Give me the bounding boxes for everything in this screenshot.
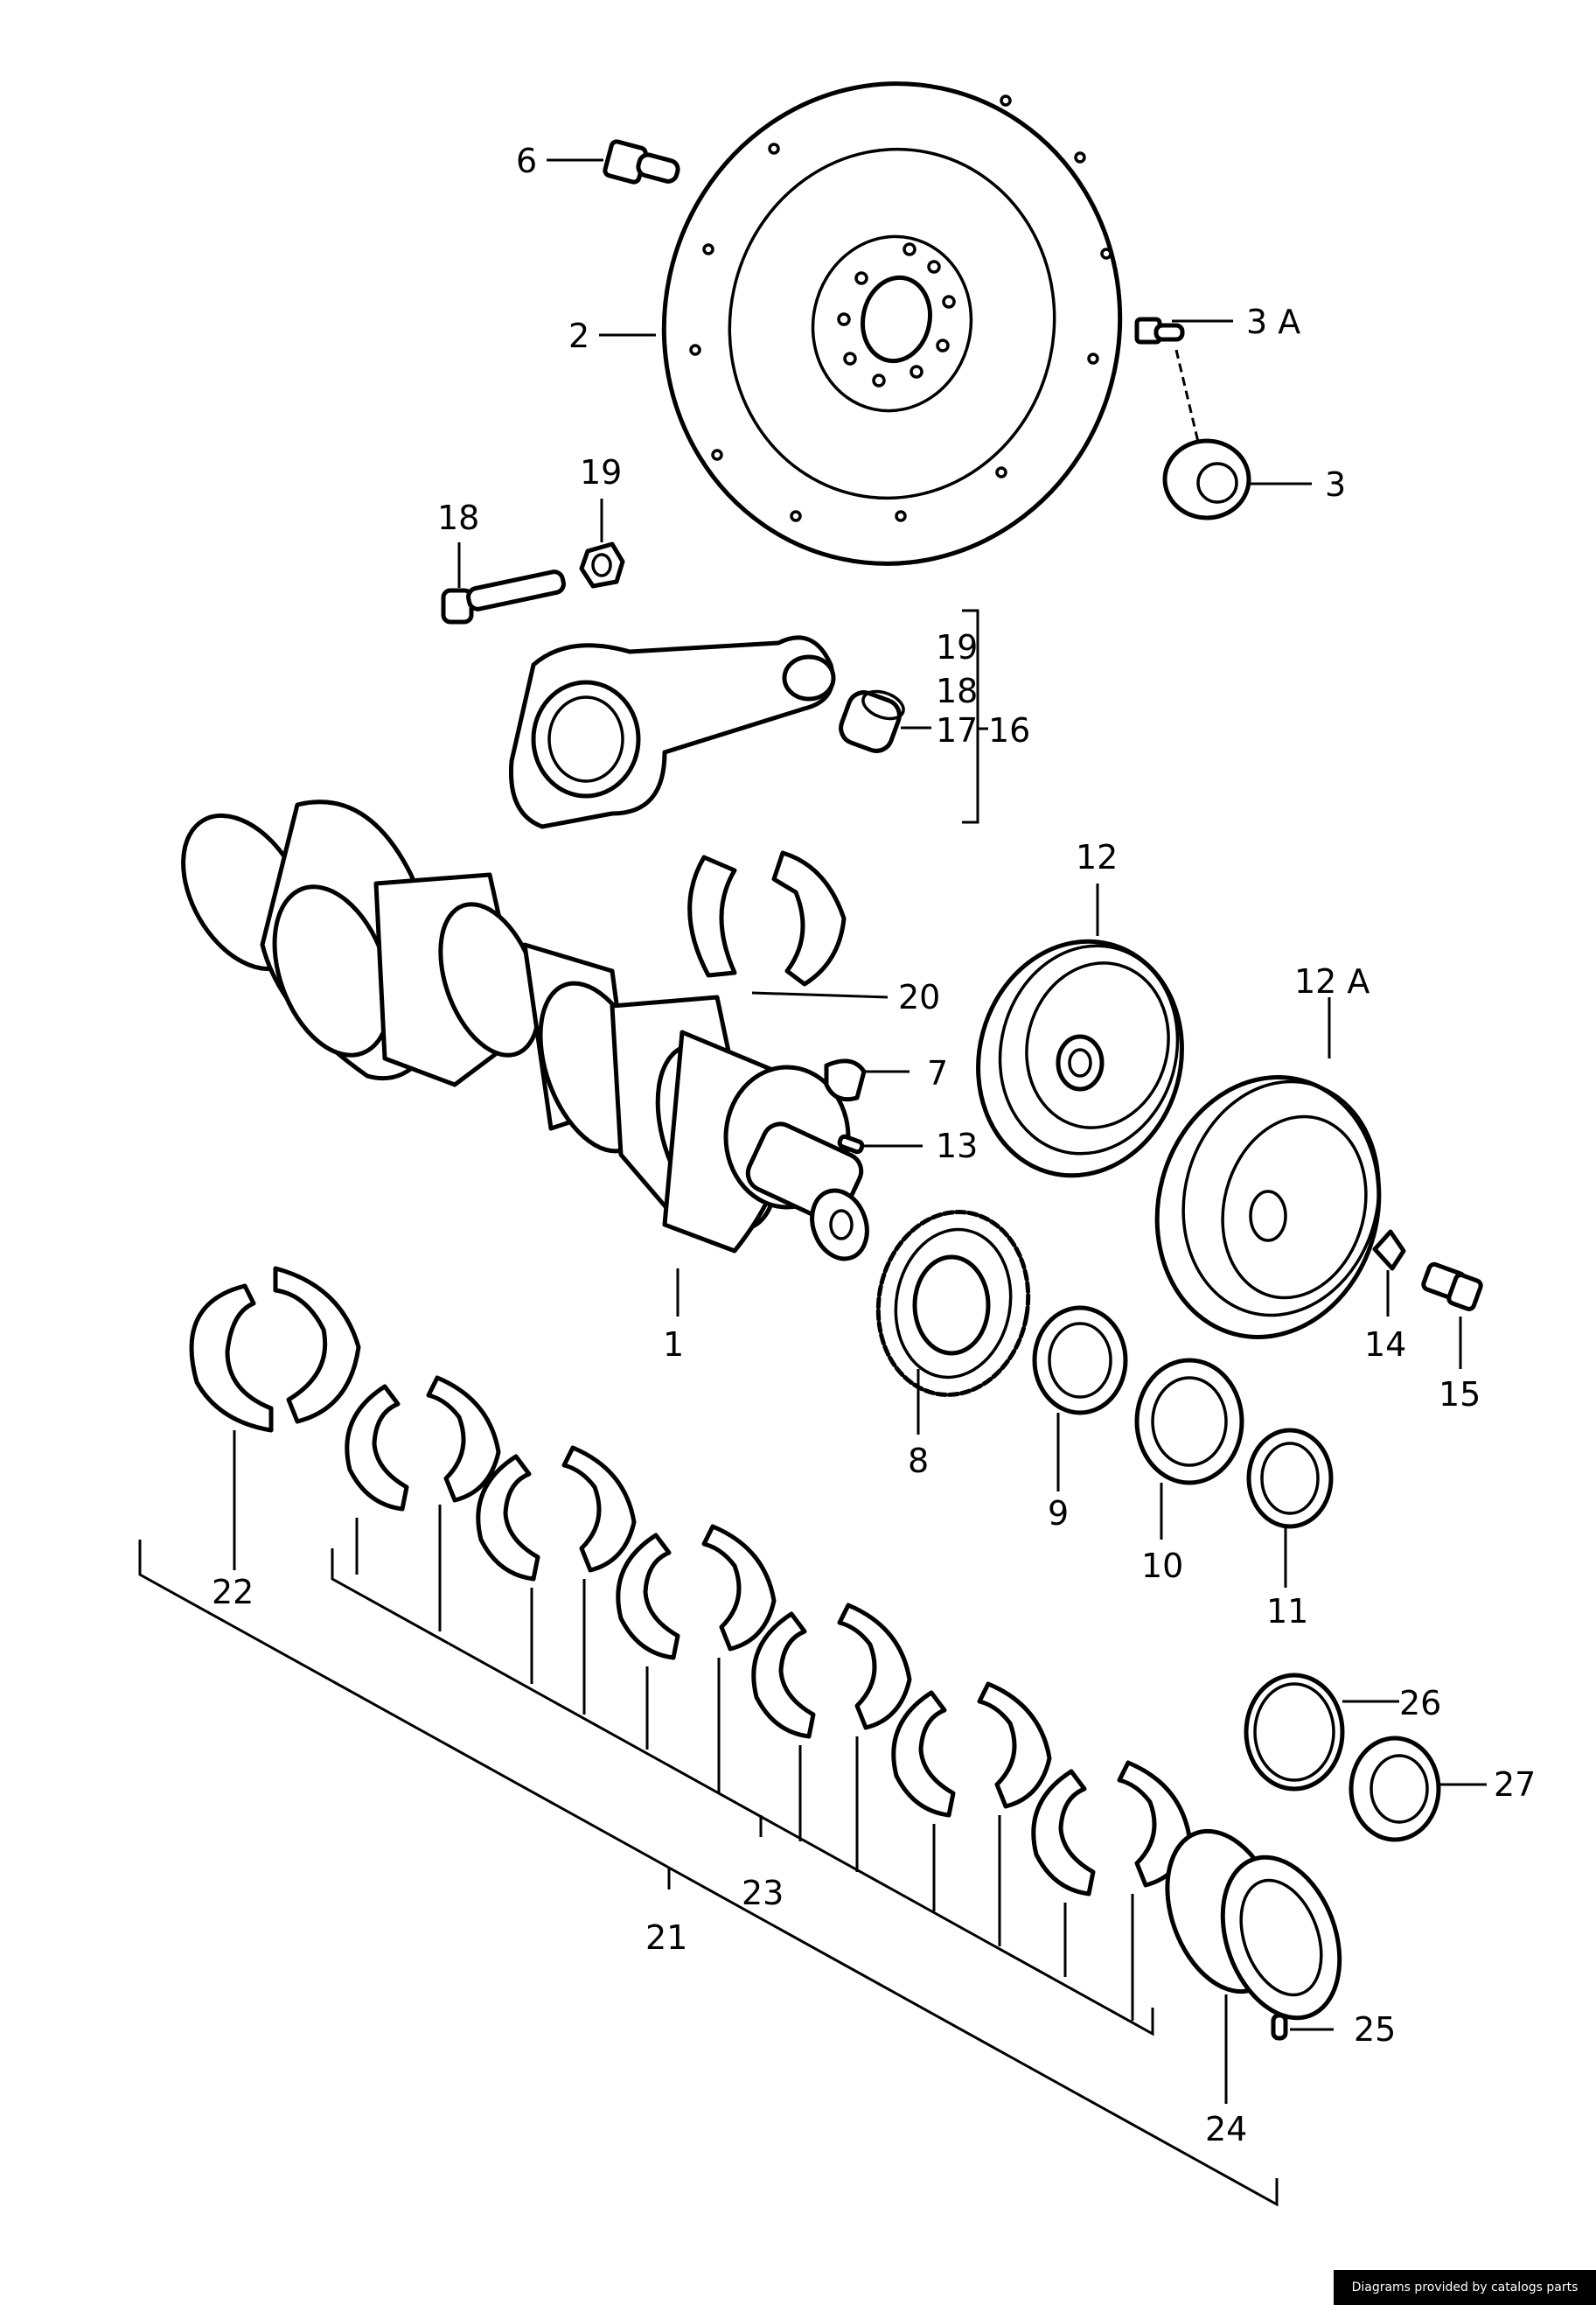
woodruff-key[interactable] — [824, 1058, 867, 1102]
shell-leader-lines — [355, 1505, 1134, 2021]
label-12a: 12 A — [1294, 962, 1369, 1001]
spacer-ring[interactable] — [1032, 1305, 1128, 1415]
label-8: 8 — [908, 1442, 929, 1480]
bearing-shells-23[interactable] — [345, 1375, 1192, 1896]
label-16: 16 — [988, 711, 1030, 750]
damper-bolt[interactable] — [1421, 1261, 1483, 1311]
label-27: 27 — [1494, 1765, 1536, 1804]
label-13: 13 — [936, 1127, 978, 1165]
label-10: 10 — [1141, 1547, 1183, 1585]
circlip[interactable] — [1246, 1428, 1334, 1529]
flywheel[interactable] — [620, 41, 1165, 606]
label-17: 17 — [936, 711, 978, 750]
label-24: 24 — [1205, 2110, 1247, 2148]
spacer-bolt[interactable] — [1134, 317, 1185, 345]
callout-labels: 6 2 3 A 3 19 18 19 18 17 16 12 12 A 20 7… — [212, 142, 1536, 2148]
sleeve-bearing[interactable] — [1146, 1815, 1361, 2034]
spacer-plate[interactable] — [1372, 1229, 1406, 1271]
bearing-shells-20[interactable] — [687, 850, 847, 987]
label-19b: 19 — [936, 628, 978, 667]
dowel-pin[interactable] — [1271, 2013, 1288, 2041]
label-18b: 18 — [936, 672, 978, 710]
conrod-nut[interactable] — [579, 541, 625, 589]
label-7: 7 — [927, 1054, 948, 1093]
collar[interactable] — [1134, 1358, 1244, 1485]
label-25: 25 — [1354, 2010, 1396, 2049]
label-19: 19 — [580, 453, 622, 492]
label-6: 6 — [516, 142, 537, 180]
label-15: 15 — [1439, 1375, 1481, 1414]
flywheel-bolt[interactable] — [603, 139, 680, 185]
oil-seal[interactable] — [1349, 1736, 1441, 1842]
label-3a: 3 A — [1246, 303, 1300, 341]
label-2: 2 — [568, 317, 589, 355]
label-26: 26 — [1399, 1684, 1441, 1722]
label-12: 12 — [1076, 838, 1118, 877]
crankshaft[interactable] — [158, 794, 876, 1267]
label-9: 9 — [1048, 1494, 1069, 1533]
label-11: 11 — [1266, 1592, 1308, 1631]
spacer-hub[interactable] — [1162, 438, 1251, 520]
callout-leaders — [233, 158, 1487, 2104]
diagram-credit: Diagrams provided by catalogs parts — [1334, 2270, 1596, 2305]
bearing-shells-22[interactable] — [189, 1266, 361, 1433]
label-18: 18 — [437, 499, 479, 537]
vibration-damper[interactable] — [1128, 1052, 1407, 1362]
label-20: 20 — [898, 978, 940, 1016]
label-22: 22 — [212, 1573, 254, 1611]
label-3: 3 — [1325, 465, 1346, 504]
connecting-rod[interactable] — [508, 635, 836, 829]
conrod-bolt[interactable] — [441, 569, 566, 625]
seal-ring[interactable] — [1244, 1673, 1345, 1792]
label-1: 1 — [663, 1325, 684, 1364]
small-end-bushing[interactable] — [837, 687, 908, 756]
label-23: 23 — [742, 1874, 784, 1912]
label-21: 21 — [645, 1918, 687, 1957]
crankshaft-gear[interactable] — [864, 1200, 1042, 1407]
pulley[interactable] — [952, 919, 1208, 1198]
label-14: 14 — [1364, 1325, 1406, 1364]
pin[interactable] — [837, 1134, 865, 1155]
